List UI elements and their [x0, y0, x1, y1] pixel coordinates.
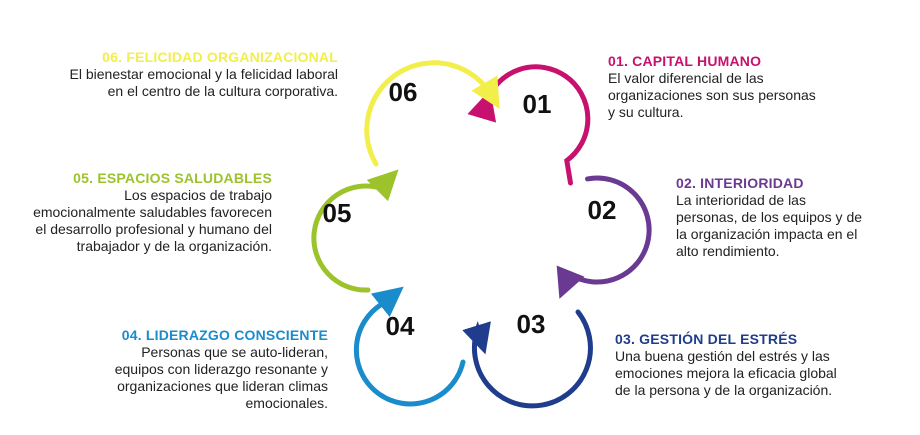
step-03-line-1: Una buena gestión del estrés y las: [615, 348, 830, 364]
step-02-title: 02. INTERIORIDAD: [676, 175, 804, 191]
step-06-title: 06. FELICIDAD ORGANIZACIONAL: [102, 49, 338, 65]
step-04-number: 04: [386, 311, 415, 341]
step-03-line-2: emociones mejora la eficacia global: [615, 365, 837, 381]
step-02-line-4: alto rendimiento.: [676, 243, 780, 259]
step-02-line-1: La interioridad de las: [676, 192, 806, 208]
step-06-block: 06. FELICIDAD ORGANIZACIONAL El bienesta…: [0, 49, 338, 100]
step-04-line-1: Personas que se auto-lideran,: [141, 344, 328, 360]
step-06-number: 06: [389, 77, 418, 107]
step-05-block: 05. ESPACIOS SALUDABLES Los espacios de …: [0, 170, 272, 255]
step-02-line-3: la organización impacta en el: [676, 226, 858, 242]
step-04-line-4: emocionales.: [245, 395, 329, 411]
step-01-line-1: El valor diferencial de las: [608, 70, 764, 86]
step-03-block: 03. GESTIÓN DEL ESTRÉS Una buena gestión…: [615, 331, 910, 399]
step-03-number: 03: [517, 309, 546, 339]
step-06-ring: [364, 60, 500, 167]
step-02-block: 02. INTERIORIDAD La interioridad de las …: [676, 175, 906, 260]
step-03-ring: [462, 309, 593, 409]
step-05-line-4: trabajador y de la organización.: [76, 238, 272, 254]
step-03-line-3: de la persona y de la organización.: [615, 382, 833, 398]
step-01-line-3: y su cultura.: [608, 104, 684, 120]
step-04-line-3: organizaciones que lideran climas: [117, 378, 328, 394]
step-05-line-1: Los espacios de trabajo: [124, 187, 272, 203]
step-04-block: 04. LIDERAZGO CONSCIENTE Personas que se…: [28, 327, 328, 412]
step-02-line-2: personas, de los equipos y de: [676, 209, 863, 225]
step-01-ring: [467, 64, 591, 186]
step-05-number: 05: [323, 198, 352, 228]
step-04-title: 04. LIDERAZGO CONSCIENTE: [121, 327, 328, 343]
step-02-ring: [556, 175, 652, 299]
step-06-line-2: en el centro de la cultura corporativa.: [107, 83, 338, 99]
step-05-line-2: emocionalmente saludables favorecen: [33, 204, 272, 220]
step-01-number: 01: [523, 89, 552, 119]
step-04-line-2: equipos con liderazgo resonante y: [114, 361, 328, 377]
step-05-title: 05. ESPACIOS SALUDABLES: [73, 170, 272, 186]
step-01-block: 01. CAPITAL HUMANO El valor diferencial …: [608, 53, 908, 121]
step-03-title: 03. GESTIÓN DEL ESTRÉS: [615, 331, 798, 347]
step-01-line-2: organizaciones son sus personas: [608, 87, 816, 103]
step-02-number: 02: [588, 195, 617, 225]
step-06-line-1: El bienestar emocional y la felicidad la…: [69, 66, 338, 82]
step-05-line-3: el desarrollo profesional y humano del: [35, 221, 272, 237]
step-05-ring: [311, 169, 399, 293]
step-04-ring: [353, 286, 466, 407]
step-01-title: 01. CAPITAL HUMANO: [608, 53, 762, 69]
